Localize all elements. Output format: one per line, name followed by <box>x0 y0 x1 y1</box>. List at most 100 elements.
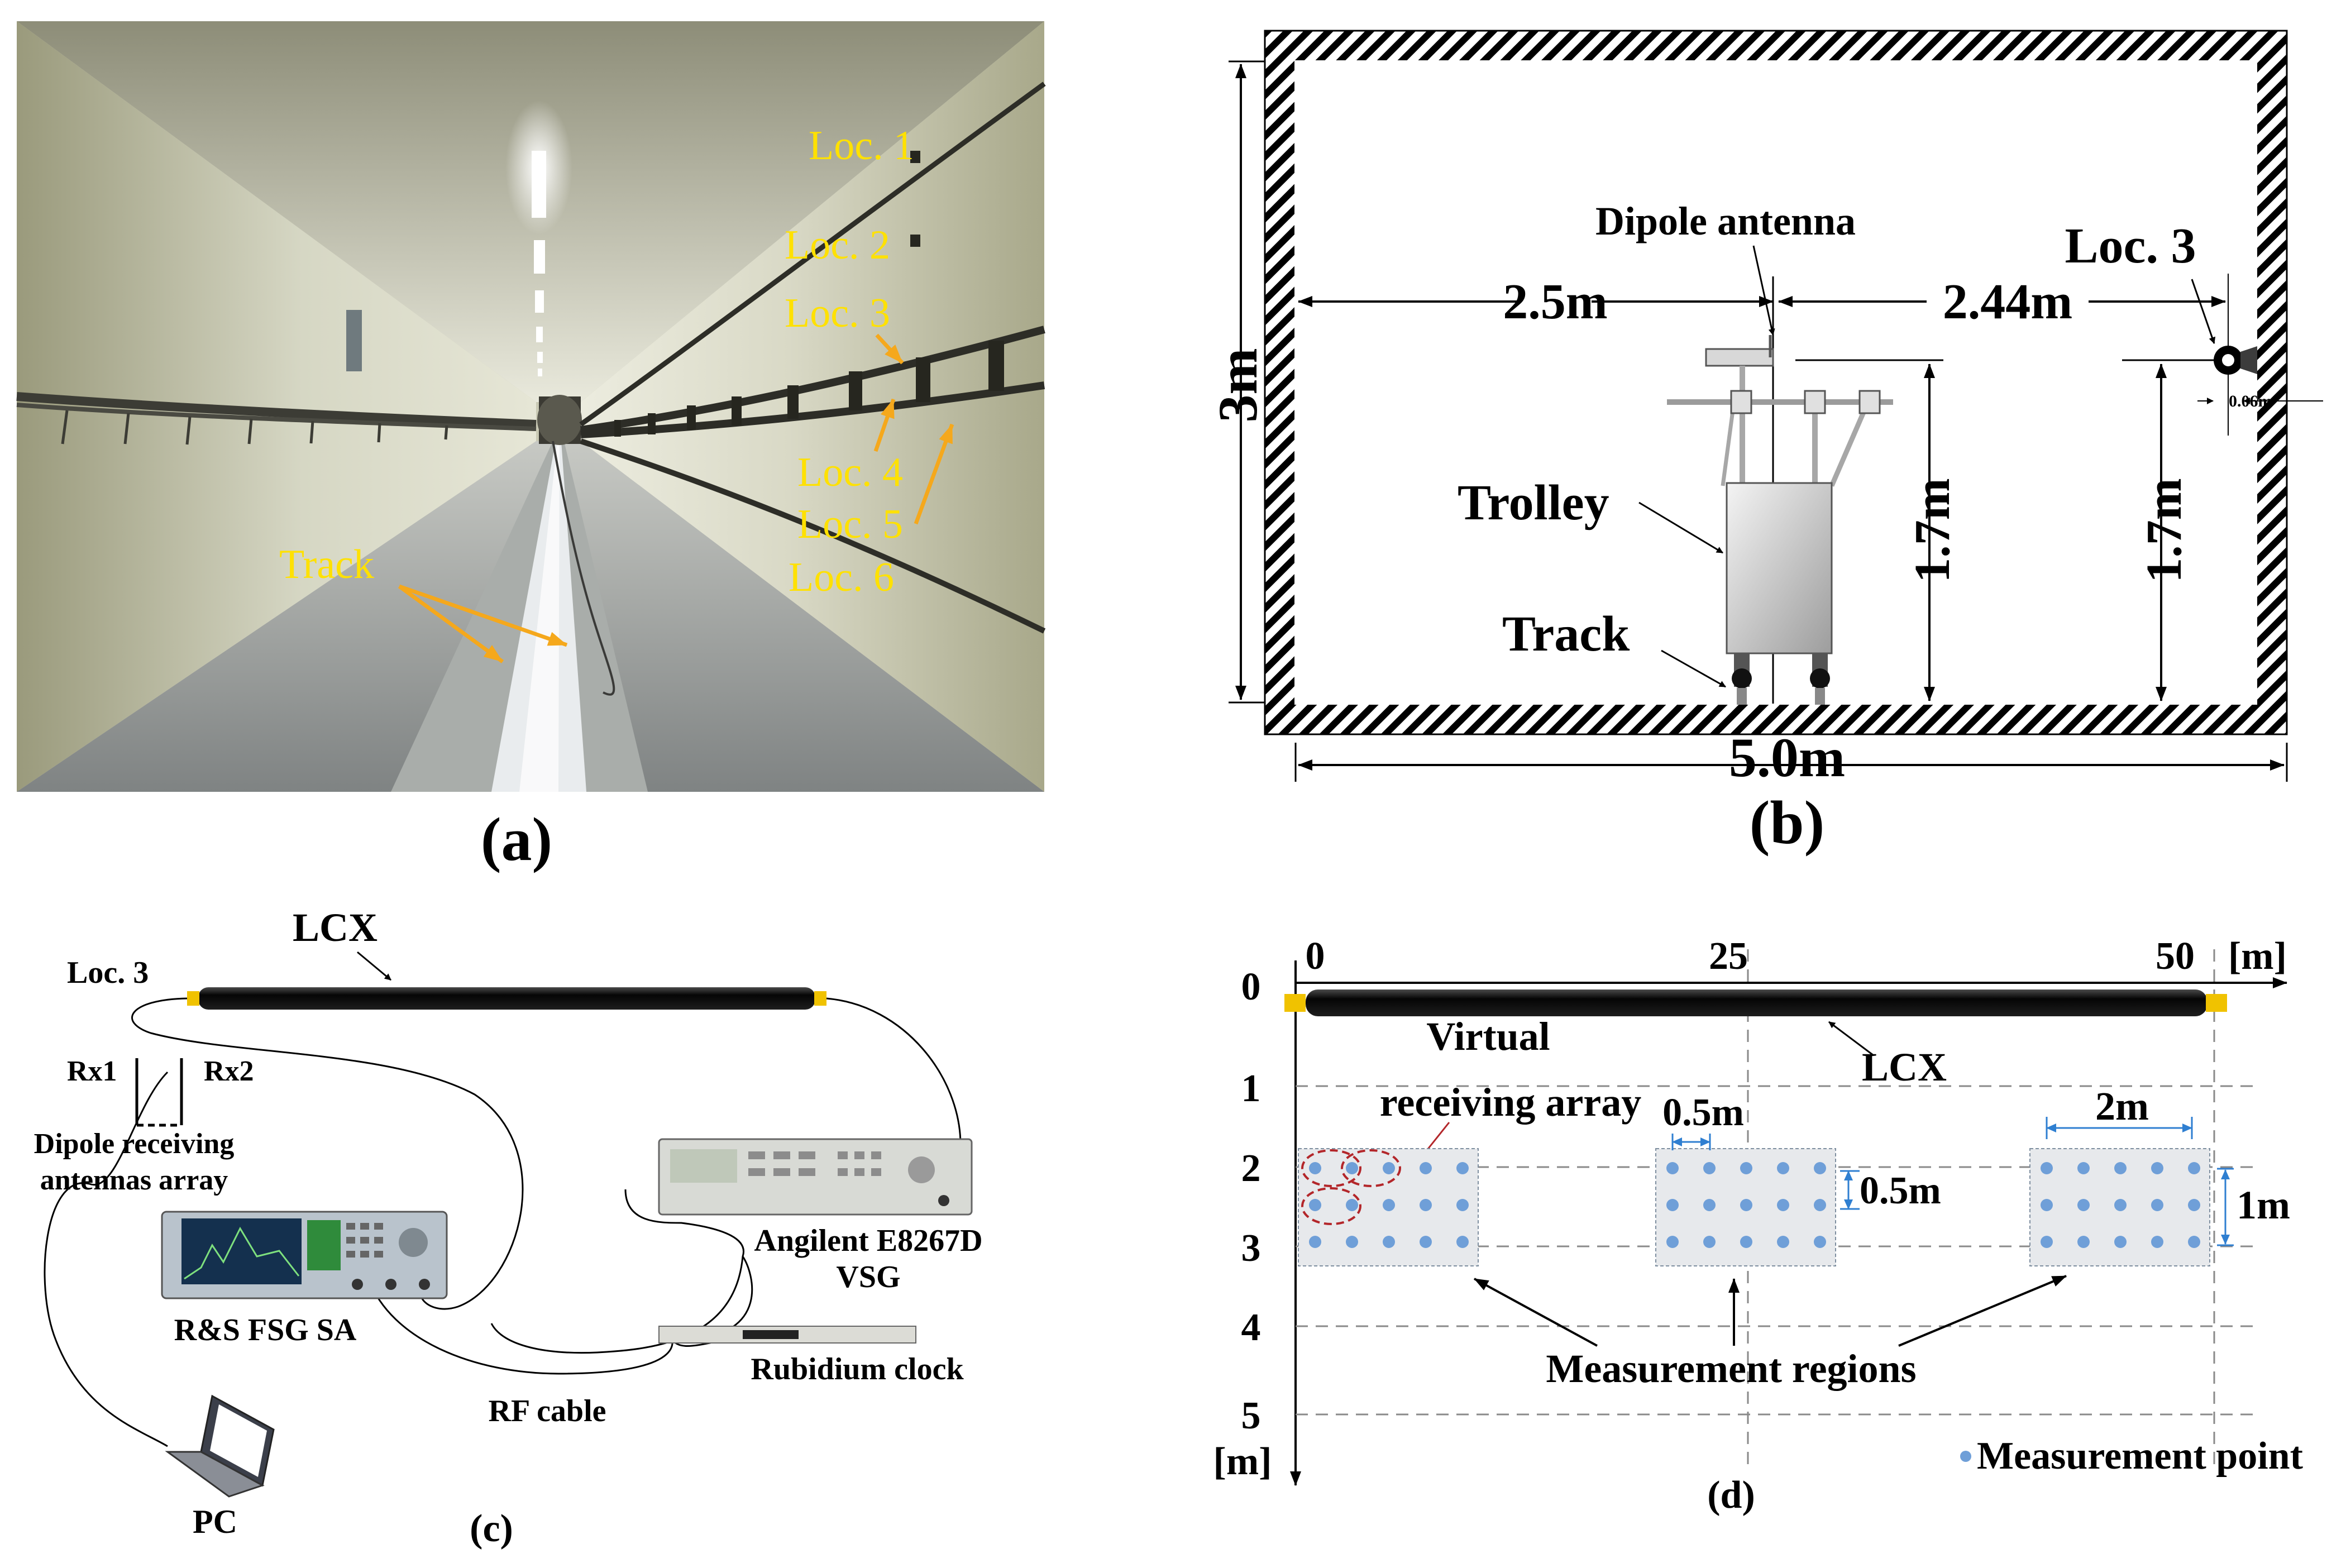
trolley-label: Trolley <box>1458 475 1609 530</box>
measurement-point <box>2188 1199 2200 1211</box>
measurement-point <box>1777 1162 1789 1174</box>
measurement-point <box>1383 1162 1395 1174</box>
measurement-point <box>1703 1162 1716 1174</box>
measurement-point <box>1346 1199 1358 1211</box>
measurement-point <box>1383 1199 1395 1211</box>
measurement-point <box>2041 1236 2053 1248</box>
measurement-point <box>1666 1236 1679 1248</box>
track-arrow-2 <box>398 584 568 647</box>
ceiling-lights <box>505 101 572 376</box>
array-label-1: Dipole receiving <box>34 1128 235 1160</box>
dipole-antenna-label: Dipole antenna <box>1595 199 1856 243</box>
y-tick-0: 0 <box>1241 965 1261 1008</box>
measurement-point <box>1420 1162 1432 1174</box>
regions-label: Measurement regions <box>1546 1346 1916 1391</box>
legend-marker <box>1960 1451 1971 1462</box>
array-label-2: antennas array <box>40 1164 228 1196</box>
measurement-point <box>1814 1162 1826 1174</box>
panel-b: 3m 2.5m 2.44m Dipole antenna <box>1207 30 2323 857</box>
measurement-point <box>2151 1162 2163 1174</box>
measurement-point <box>1346 1162 1358 1174</box>
region-width-label: 2m <box>2095 1084 2149 1129</box>
measurement-points <box>1309 1162 2200 1248</box>
location-labels: Loc. 1 Loc. 2 Loc. 3 Loc. 4 Loc. 5 Loc. … <box>279 123 914 600</box>
y-tick-labels: 0 1 2 3 4 5 [m] <box>1213 965 1272 1483</box>
y-tick-1: 1 <box>1241 1067 1261 1110</box>
loc-5-arrow <box>914 423 954 525</box>
y-tick-5: 5 <box>1241 1394 1261 1437</box>
sa-label: R&S FSG SA <box>174 1313 357 1347</box>
vsg-label-1: Angilent E8267D <box>754 1223 982 1258</box>
loc-1-label: Loc. 1 <box>809 123 914 169</box>
dist-right-label: 2.44m <box>1943 274 2072 329</box>
measurement-regions <box>1298 1148 2210 1266</box>
x-unit: [m] <box>2228 935 2287 978</box>
height-total-label: 3m <box>1207 348 1269 422</box>
measurement-point <box>2077 1199 2090 1211</box>
antenna-height-label: 1.7m <box>1905 478 1960 582</box>
measurement-point <box>1420 1199 1432 1211</box>
loc-5-label: Loc. 5 <box>797 501 903 547</box>
panel-a: Loc. 1 Loc. 2 Loc. 3 Loc. 4 Loc. 5 Loc. … <box>16 21 1046 873</box>
vsg-label-2: VSG <box>836 1260 900 1294</box>
pc-laptop <box>165 1394 275 1498</box>
trolley-box <box>1726 482 1833 654</box>
measurement-point <box>1456 1162 1469 1174</box>
measurement-point <box>1814 1236 1826 1248</box>
pc-label: PC <box>193 1503 237 1540</box>
measurement-point <box>2188 1236 2200 1248</box>
measurement-point <box>1456 1199 1469 1211</box>
rx-antennas <box>135 1058 183 1127</box>
spacing-h-label: 0.5m <box>1662 1091 1744 1134</box>
virtual-array-ellipses <box>1301 1149 1401 1225</box>
legend-label: Measurement point <box>1977 1435 2303 1478</box>
measurement-point <box>1740 1162 1752 1174</box>
y-tick-2: 2 <box>1241 1147 1261 1190</box>
panel-d: 0 25 50 [m] 0 1 2 3 4 5 [m] <box>1213 935 2303 1517</box>
measurement-point <box>1309 1162 1321 1174</box>
measurement-point <box>1777 1199 1789 1211</box>
tunnel-photo <box>16 21 1046 792</box>
location-arrows <box>398 333 954 663</box>
y-tick-4: 4 <box>1241 1306 1261 1349</box>
rf-cables <box>44 997 962 1447</box>
clock-label: Rubidium clock <box>751 1352 964 1387</box>
x-tick-0: 0 <box>1306 935 1325 978</box>
measurement-point <box>2077 1236 2090 1248</box>
measurement-point <box>1703 1236 1716 1248</box>
width-total-label: 5.0m <box>1729 726 1845 788</box>
measurement-point <box>2151 1236 2163 1248</box>
measurement-point <box>1420 1236 1432 1248</box>
loc-4-label: Loc. 4 <box>797 450 903 495</box>
measurement-point <box>1666 1199 1679 1211</box>
vector-signal-generator <box>658 1138 973 1216</box>
y-tick-3: 3 <box>1241 1227 1261 1270</box>
loc-4-arrow <box>873 398 896 452</box>
y-unit: [m] <box>1213 1440 1272 1483</box>
measurement-point <box>1740 1236 1752 1248</box>
x-tick-50: 50 <box>2156 935 2195 978</box>
spacing-v-label: 0.5m <box>1860 1169 1941 1212</box>
loc-3-label-b: Loc. 3 <box>2065 218 2196 274</box>
measurement-point <box>1703 1199 1716 1211</box>
virtual-label-1: Virtual <box>1426 1014 1550 1059</box>
grid-lines <box>1296 949 2256 1469</box>
caption-d: (d) <box>1707 1474 1755 1517</box>
caption-b: (b) <box>1750 788 1824 857</box>
measurement-point <box>2041 1162 2053 1174</box>
measurement-point <box>1309 1199 1321 1211</box>
region-height-label: 1m <box>2237 1183 2290 1227</box>
measurement-point <box>2114 1199 2127 1211</box>
measurement-point <box>1740 1199 1752 1211</box>
measurement-point <box>1777 1236 1789 1248</box>
track-label-b: Track <box>1502 606 1630 662</box>
rf-cable-label: RF cable <box>489 1394 606 1428</box>
loc-3-label-c: Loc. 3 <box>67 955 149 990</box>
measurement-point <box>1456 1236 1469 1248</box>
lcx-cable <box>187 987 826 1010</box>
rx1-label: Rx1 <box>67 1055 117 1087</box>
spectrum-analyzer <box>161 1211 448 1299</box>
cable-height-label: 1.7m <box>2137 478 2192 582</box>
track-arrow-1 <box>398 585 504 663</box>
measurement-point <box>1383 1236 1395 1248</box>
